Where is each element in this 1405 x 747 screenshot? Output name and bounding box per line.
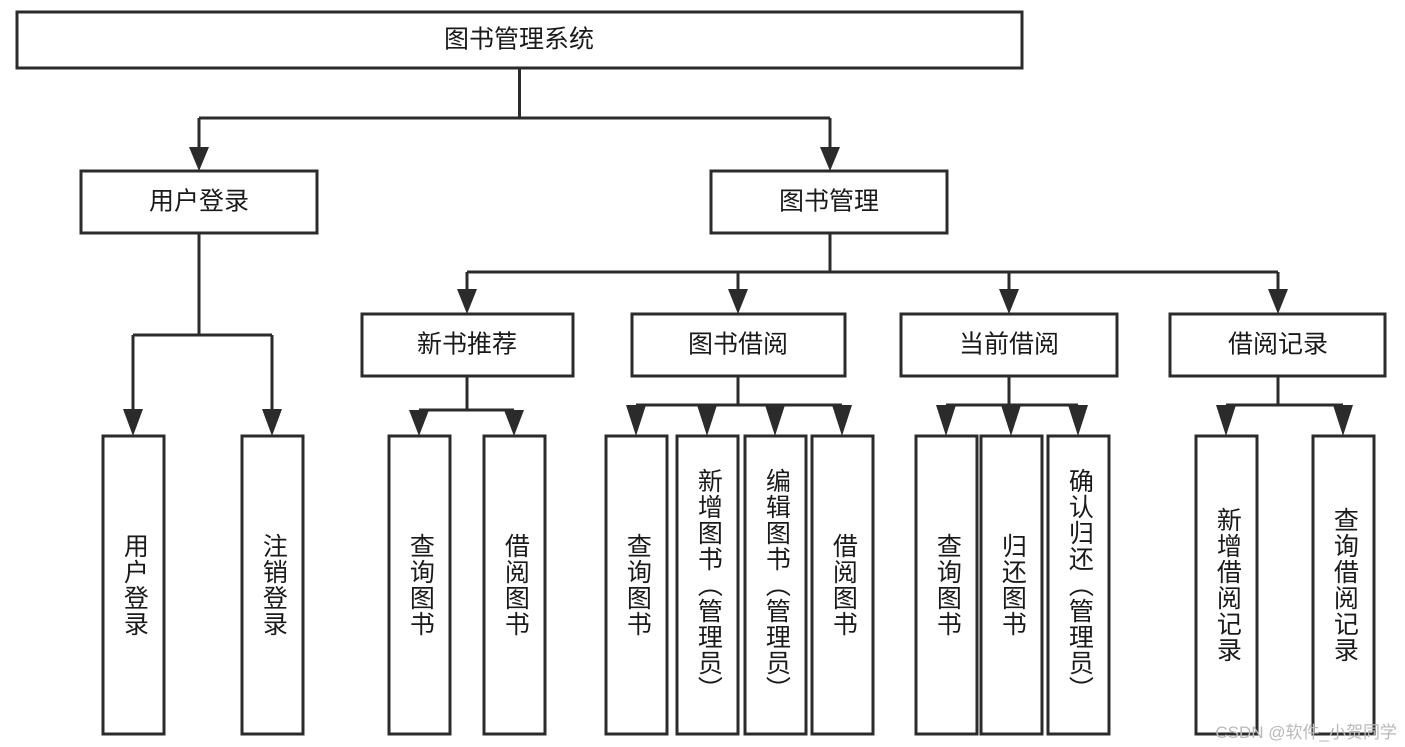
leaf-nbr-borrow-book-box[interactable]: [482, 434, 547, 736]
node-book-management-box[interactable]: [709, 169, 949, 235]
node-current-borrow[interactable]: 当前借阅: [899, 312, 1119, 378]
leaf-bb-edit-book-label: 编辑图书（管理员）: [762, 468, 791, 702]
leaf-user-login-box[interactable]: [101, 434, 166, 736]
arrow-root-to-user-login: [189, 147, 209, 171]
connector-group-book-mgmt: [457, 233, 1288, 314]
leaf-bb-add-book-box[interactable]: [675, 434, 740, 736]
leaf-bb-edit-book[interactable]: 编辑图书（管理员）: [743, 434, 808, 736]
arrow-cb-to-confirm-return: [1068, 405, 1088, 436]
node-new-book-recommend[interactable]: 新书推荐: [360, 312, 575, 378]
leaf-nbr-query-book[interactable]: 查询图书: [387, 434, 452, 736]
leaf-cb-confirm-return[interactable]: 确认归还（管理员）: [1046, 434, 1111, 736]
leaf-bb-edit-book-box[interactable]: [743, 434, 808, 736]
node-book-management[interactable]: 图书管理: [709, 169, 949, 235]
arrow-to-leaf-user-login: [123, 409, 143, 436]
leaf-cb-query-book-box[interactable]: [914, 434, 979, 736]
arrow-to-current-borrow: [999, 289, 1019, 314]
leaf-bb-query-book-label: 查询图书: [623, 533, 652, 637]
node-borrow-record[interactable]: 借阅记录: [1168, 312, 1387, 378]
arrow-bb-to-add-book: [697, 405, 717, 436]
leaf-cb-return-book[interactable]: 归还图书: [979, 434, 1044, 736]
leaf-bb-borrow-book[interactable]: 借阅图书: [810, 434, 875, 736]
arrow-bb-to-query-book: [626, 405, 646, 436]
connector-group-user-login: [123, 233, 282, 436]
leaf-br-add-record[interactable]: 新增借阅记录: [1194, 434, 1259, 736]
node-borrow-record-label: 借阅记录: [1228, 331, 1328, 359]
node-book-borrow-label: 图书借阅: [688, 331, 788, 359]
arrow-nbr-to-borrow-book: [504, 410, 524, 436]
leaf-bb-borrow-book-box[interactable]: [810, 434, 875, 736]
leaf-cb-query-book[interactable]: 查询图书: [914, 434, 979, 736]
leaf-nbr-borrow-book-label: 借阅图书: [501, 533, 530, 637]
arrow-nbr-to-query-book: [409, 410, 429, 436]
leaf-cb-return-book-box[interactable]: [979, 434, 1044, 736]
leaf-logout[interactable]: 注销登录: [240, 434, 305, 736]
csdn-watermark: CSDN @软件_小贺同学: [1215, 723, 1397, 742]
leaf-br-query-record[interactable]: 查询借阅记录: [1311, 434, 1376, 736]
node-book-borrow[interactable]: 图书借阅: [630, 312, 847, 378]
leaf-br-add-record-box[interactable]: [1194, 434, 1259, 736]
leaf-cb-return-book-label: 归还图书: [998, 533, 1027, 637]
leaf-nbr-query-book-box[interactable]: [387, 434, 452, 736]
leaf-bb-query-book-box[interactable]: [604, 434, 669, 736]
arrow-cb-to-return-book: [1001, 405, 1021, 436]
leaf-cb-query-book-label: 查询图书: [933, 533, 962, 637]
leaf-bb-add-book[interactable]: 新增图书（管理员）: [675, 434, 740, 736]
node-root-label: 图书管理系统: [444, 26, 594, 54]
connector-group-current-borrow: [936, 376, 1088, 436]
leaf-cb-confirm-return-box[interactable]: [1046, 434, 1111, 736]
node-root-box[interactable]: [15, 10, 1024, 70]
leaf-cb-confirm-return-label: 确认归还（管理员）: [1065, 468, 1094, 702]
node-book-management-label: 图书管理: [779, 188, 879, 216]
leaf-logout-label: 注销登录: [259, 533, 288, 637]
leaf-bb-query-book[interactable]: 查询图书: [604, 434, 669, 736]
node-current-borrow-box[interactable]: [899, 312, 1119, 378]
connector-group-borrow-record: [1216, 376, 1353, 436]
arrow-bb-to-borrow-book: [832, 405, 852, 436]
node-new-book-recommend-label: 新书推荐: [417, 331, 517, 359]
leaf-br-query-record-box[interactable]: [1311, 434, 1376, 736]
leaf-nbr-query-book-label: 查询图书: [406, 533, 435, 637]
node-user-login-box[interactable]: [79, 169, 319, 235]
arrow-to-new-book-rec: [457, 289, 477, 314]
arrow-cb-to-query-book: [936, 405, 956, 436]
leaf-br-query-record-label: 查询借阅记录: [1330, 507, 1359, 663]
node-user-login[interactable]: 用户登录: [79, 169, 319, 235]
arrow-to-book-borrow: [728, 289, 748, 314]
node-borrow-record-box[interactable]: [1168, 312, 1387, 378]
node-current-borrow-label: 当前借阅: [959, 331, 1059, 359]
arrow-br-to-query-record: [1333, 405, 1353, 436]
node-root[interactable]: 图书管理系统: [15, 10, 1024, 70]
arrow-to-borrow-record: [1268, 289, 1288, 314]
leaf-nbr-borrow-book[interactable]: 借阅图书: [482, 434, 547, 736]
node-new-book-recommend-box[interactable]: [360, 312, 575, 378]
arrow-bb-to-edit-book: [765, 405, 785, 436]
arrow-br-to-add-record: [1216, 405, 1236, 436]
leaf-bb-borrow-book-label: 借阅图书: [829, 533, 858, 637]
node-book-borrow-box[interactable]: [630, 312, 847, 378]
connector-group-book-borrow: [626, 376, 852, 436]
leaf-br-add-record-label: 新增借阅记录: [1213, 507, 1242, 663]
connector-group-root: [189, 68, 840, 171]
arrow-root-to-book-mgmt: [820, 147, 840, 171]
leaf-user-login[interactable]: 用户登录: [101, 434, 166, 736]
leaf-user-login-label: 用户登录: [120, 533, 149, 637]
arrow-to-leaf-logout: [262, 409, 282, 436]
connector-group-new-book-rec: [409, 376, 524, 436]
leaf-logout-box[interactable]: [240, 434, 305, 736]
leaf-bb-add-book-label: 新增图书（管理员）: [694, 468, 723, 702]
node-user-login-label: 用户登录: [149, 188, 249, 216]
